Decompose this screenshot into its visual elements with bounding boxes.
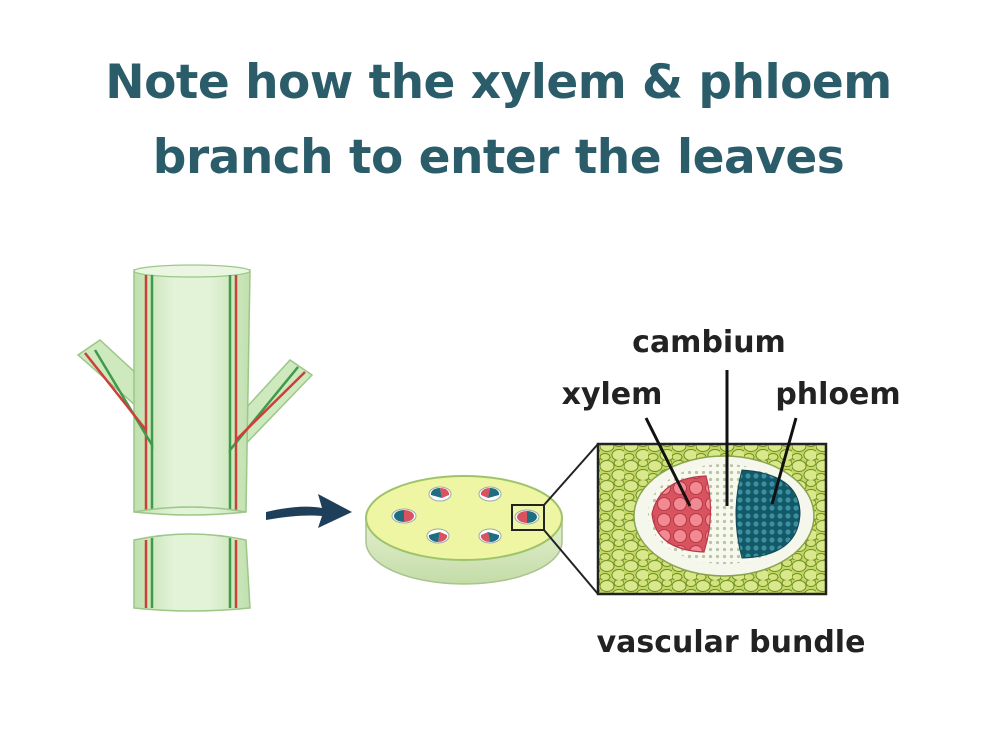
label-xylem: xylem: [562, 377, 663, 412]
right-arrow-icon: [266, 494, 352, 528]
label-vascular-bundle: vascular bundle: [597, 625, 866, 660]
zoom-line-bottom: [543, 529, 599, 595]
slide-title-line-2: branch to enter the leaves: [152, 130, 845, 185]
stem-cross-section: [365, 475, 563, 585]
vascular-bundle-ring: [391, 486, 540, 544]
label-phloem: phloem: [775, 377, 900, 412]
zoom-marker: [511, 504, 545, 531]
vascular-bundle-detail: [596, 442, 828, 596]
phloem-pointer: [770, 417, 798, 505]
stem-lower: [133, 533, 251, 612]
zoom-line-top: [543, 443, 599, 506]
stem-upper: [76, 264, 314, 516]
xylem-pointer: [644, 417, 692, 507]
label-cambium: cambium: [632, 325, 786, 360]
slide-title-line-1: Note how the xylem & phloem: [105, 55, 892, 110]
